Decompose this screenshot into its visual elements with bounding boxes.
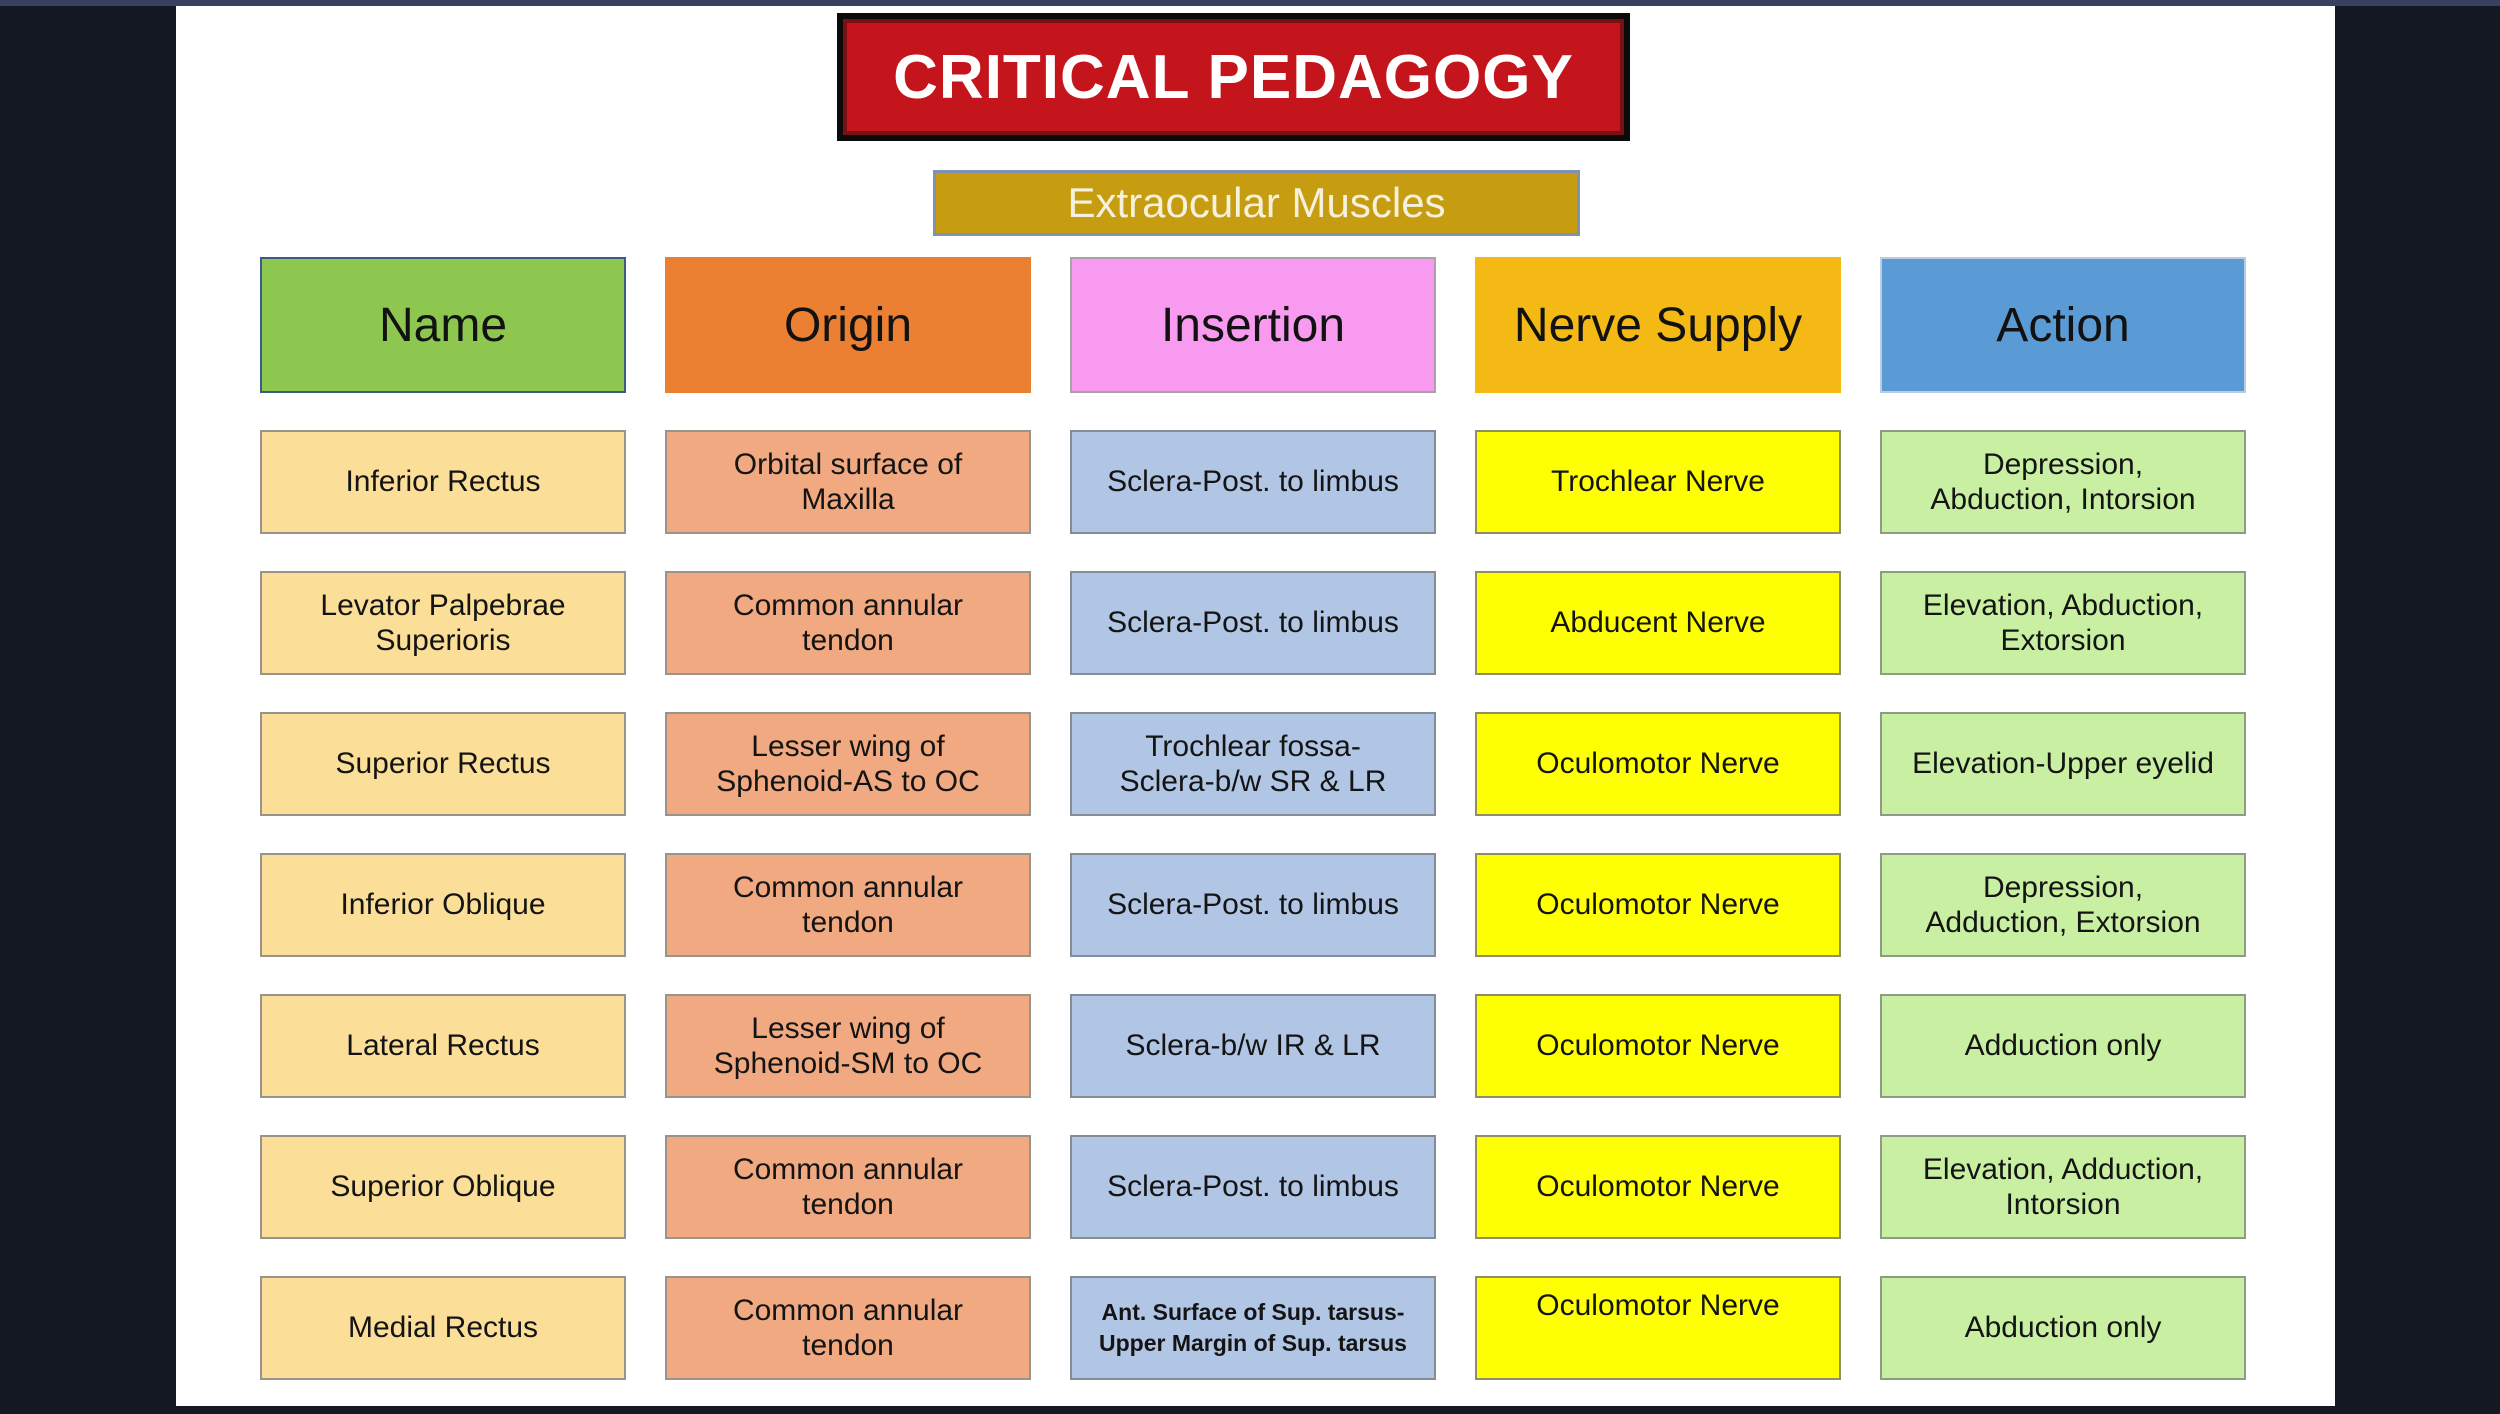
cell-origin-row2: Common annular tendon bbox=[665, 571, 1031, 675]
column-header-origin: Origin bbox=[665, 257, 1031, 393]
top-strip bbox=[0, 0, 2500, 6]
cell-name-row6: Superior Oblique bbox=[260, 1135, 626, 1239]
cell-name-row7: Medial Rectus bbox=[260, 1276, 626, 1380]
cell-insertion-row5: Sclera-b/w IR & LR bbox=[1070, 994, 1436, 1098]
column-header-nerve-supply: Nerve Supply bbox=[1475, 257, 1841, 393]
cell-nerve-supply-row1: Trochlear Nerve bbox=[1475, 430, 1841, 534]
cell-origin-row6: Common annular tendon bbox=[665, 1135, 1031, 1239]
cell-insertion-row7: Ant. Surface of Sup. tarsus- Upper Margi… bbox=[1070, 1276, 1436, 1380]
column-header-insertion: Insertion bbox=[1070, 257, 1436, 393]
subtitle-text: Extraocular Muscles bbox=[1067, 179, 1446, 226]
cell-name-row2: Levator Palpebrae Superioris bbox=[260, 571, 626, 675]
cell-action-row3: Elevation-Upper eyelid bbox=[1880, 712, 2246, 816]
column-header-action: Action bbox=[1880, 257, 2246, 393]
title-banner: CRITICAL PEDAGOGY bbox=[837, 13, 1630, 141]
cell-insertion-row1: Sclera-Post. to limbus bbox=[1070, 430, 1436, 534]
cell-name-row1: Inferior Rectus bbox=[260, 430, 626, 534]
cell-action-row6: Elevation, Adduction, Intorsion bbox=[1880, 1135, 2246, 1239]
cell-action-row2: Elevation, Abduction, Extorsion bbox=[1880, 571, 2246, 675]
cell-nerve-supply-row5: Oculomotor Nerve bbox=[1475, 994, 1841, 1098]
cell-origin-row3: Lesser wing of Sphenoid-AS to OC bbox=[665, 712, 1031, 816]
cell-nerve-supply-row3: Oculomotor Nerve bbox=[1475, 712, 1841, 816]
cell-insertion-row6: Sclera-Post. to limbus bbox=[1070, 1135, 1436, 1239]
cell-action-row4: Depression, Adduction, Extorsion bbox=[1880, 853, 2246, 957]
cell-action-row7: Abduction only bbox=[1880, 1276, 2246, 1380]
cell-nerve-supply-row4: Oculomotor Nerve bbox=[1475, 853, 1841, 957]
cell-name-row3: Superior Rectus bbox=[260, 712, 626, 816]
cell-insertion-row3: Trochlear fossa- Sclera-b/w SR & LR bbox=[1070, 712, 1436, 816]
cell-origin-row1: Orbital surface of Maxilla bbox=[665, 430, 1031, 534]
cell-name-row4: Inferior Oblique bbox=[260, 853, 626, 957]
cell-origin-row5: Lesser wing of Sphenoid-SM to OC bbox=[665, 994, 1031, 1098]
subtitle-banner: Extraocular Muscles bbox=[933, 170, 1580, 236]
cell-insertion-row4: Sclera-Post. to limbus bbox=[1070, 853, 1436, 957]
cell-name-row5: Lateral Rectus bbox=[260, 994, 626, 1098]
cell-origin-row7: Common annular tendon bbox=[665, 1276, 1031, 1380]
cell-action-row5: Adduction only bbox=[1880, 994, 2246, 1098]
cell-nerve-supply-row6: Oculomotor Nerve bbox=[1475, 1135, 1841, 1239]
title-text: CRITICAL PEDAGOGY bbox=[893, 42, 1574, 112]
presentation-slide: CRITICAL PEDAGOGY Extraocular Muscles Na… bbox=[176, 6, 2335, 1406]
cell-insertion-row2: Sclera-Post. to limbus bbox=[1070, 571, 1436, 675]
cell-action-row1: Depression, Abduction, Intorsion bbox=[1880, 430, 2246, 534]
cell-origin-row4: Common annular tendon bbox=[665, 853, 1031, 957]
cell-nerve-supply-row7: Oculomotor Nerve bbox=[1475, 1276, 1841, 1380]
column-header-name: Name bbox=[260, 257, 626, 393]
cell-nerve-supply-row2: Abducent Nerve bbox=[1475, 571, 1841, 675]
